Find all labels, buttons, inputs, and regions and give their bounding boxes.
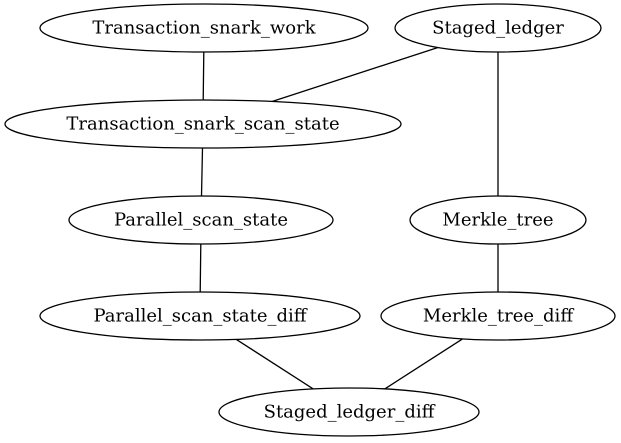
node-ellipse: [39, 291, 361, 341]
edge-merkle_tree_diff-staged_ledger_diff: [384, 338, 463, 390]
node-merkle_tree: Merkle_tree: [409, 195, 587, 245]
edge-transaction_snark_work-transaction_snark_scan_state: [202, 51, 205, 101]
edges-layer: [199, 46, 499, 390]
node-merkle_tree_diff: Merkle_tree_diff: [380, 291, 616, 341]
node-ellipse: [380, 291, 616, 341]
node-label: Parallel_scan_state: [114, 210, 288, 231]
node-parallel_scan_state: Parallel_scan_state: [68, 195, 334, 245]
node-staged_ledger: Staged_ledger: [394, 3, 602, 53]
node-transaction_snark_scan_state: Transaction_snark_scan_state: [4, 99, 402, 149]
node-ellipse: [4, 99, 402, 149]
node-staged_ledger_diff: Staged_ledger_diff: [218, 387, 480, 437]
node-label: Staged_ledger_diff: [264, 402, 436, 423]
node-ellipse: [68, 195, 334, 245]
edge-parallel_scan_state_diff-staged_ledger_diff: [235, 338, 314, 390]
edge-transaction_snark_scan_state-parallel_scan_state: [200, 147, 204, 197]
node-ellipse: [394, 3, 602, 53]
node-ellipse: [218, 387, 480, 437]
node-transaction_snark_work: Transaction_snark_work: [39, 3, 369, 53]
node-label: Transaction_snark_work: [92, 18, 316, 39]
node-label: Transaction_snark_scan_state: [66, 114, 339, 135]
node-ellipse: [409, 195, 587, 245]
node-parallel_scan_state_diff: Parallel_scan_state_diff: [39, 291, 361, 341]
edge-parallel_scan_state-parallel_scan_state_diff: [199, 243, 202, 293]
edge-staged_ledger-transaction_snark_scan_state: [271, 46, 439, 103]
node-label: Parallel_scan_state_diff: [93, 306, 307, 327]
node-label: Staged_ledger: [432, 18, 564, 39]
nodes-layer: Transaction_snark_work Staged_ledgerTrans…: [4, 3, 616, 437]
node-label: Merkle_tree: [442, 210, 553, 231]
node-ellipse: [39, 3, 369, 53]
node-label: Merkle_tree_diff: [423, 306, 574, 327]
